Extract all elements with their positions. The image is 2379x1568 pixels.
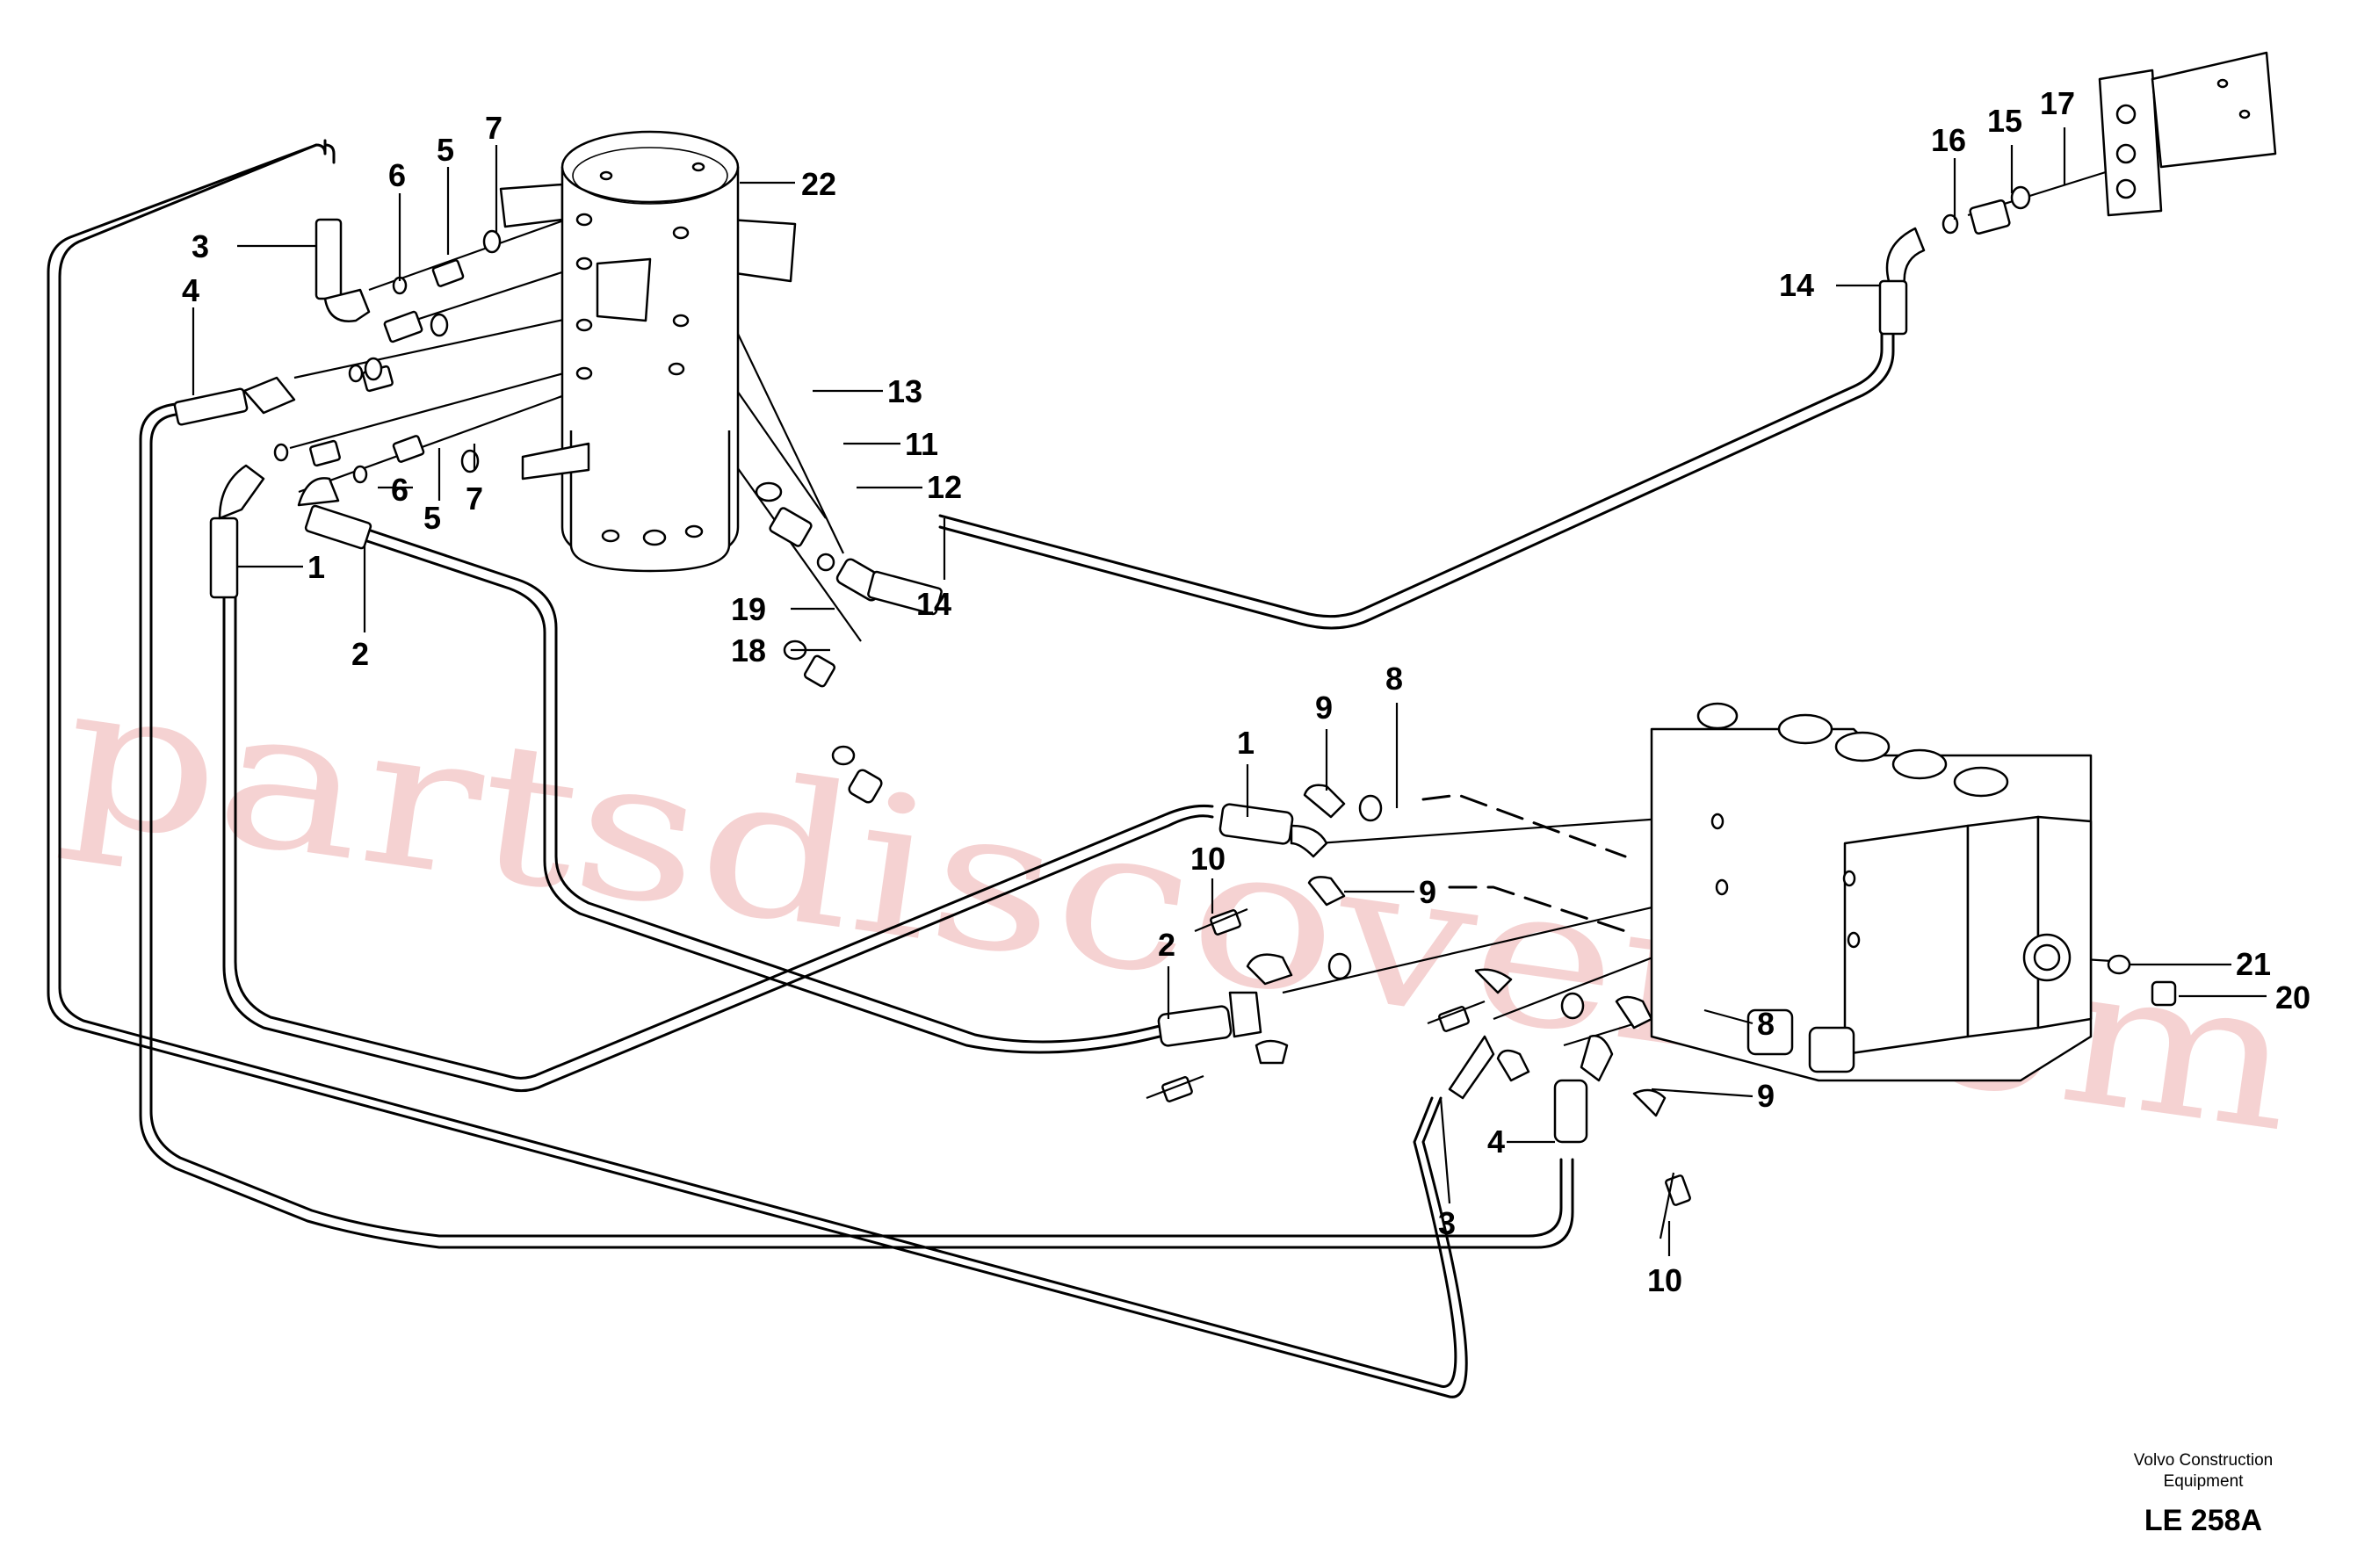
callout-6: 6 xyxy=(388,157,406,193)
callout-14: 14 xyxy=(916,586,951,622)
callout-22: 22 xyxy=(801,166,836,202)
callout-5: 5 xyxy=(423,500,441,536)
callout-2: 2 xyxy=(351,636,369,672)
caption: Volvo Construction Equipment LE 258A xyxy=(2134,1451,2273,1537)
callout-19: 19 xyxy=(731,591,766,627)
callout-21: 21 xyxy=(2236,946,2271,982)
callout-14: 14 xyxy=(1779,267,1814,303)
control-valve xyxy=(1650,702,2177,1082)
callout-11: 11 xyxy=(905,426,938,462)
callout-1: 1 xyxy=(1237,725,1255,761)
callout-5: 5 xyxy=(437,132,454,168)
callout-17: 17 xyxy=(2040,85,2075,121)
callout-4: 4 xyxy=(1487,1124,1505,1160)
callout-4: 4 xyxy=(182,272,199,308)
callout-20: 20 xyxy=(2275,979,2310,1015)
callout-7: 7 xyxy=(485,110,503,146)
callout-12: 12 xyxy=(927,469,962,505)
callout-13: 13 xyxy=(887,373,922,409)
callout-9: 9 xyxy=(1757,1078,1775,1114)
bracket-block xyxy=(1878,51,2277,336)
callout-10: 10 xyxy=(1190,841,1226,877)
callout-1: 1 xyxy=(307,549,325,585)
swivel-joint xyxy=(499,130,797,573)
callout-3: 3 xyxy=(1438,1205,1456,1241)
callout-6: 6 xyxy=(391,472,409,508)
callout-9: 9 xyxy=(1419,874,1436,910)
callout-7: 7 xyxy=(466,481,483,517)
swivel-fittings xyxy=(173,218,943,804)
callout-3: 3 xyxy=(192,228,209,264)
callout-15: 15 xyxy=(1987,103,2022,139)
callout-10: 10 xyxy=(1647,1262,1682,1298)
callout-2: 2 xyxy=(1158,927,1175,963)
maker-line-1: Volvo Construction xyxy=(2134,1451,2273,1470)
callout-18: 18 xyxy=(731,632,766,668)
valve-side-fittings xyxy=(1146,784,1708,1239)
maker-line-2: Equipment xyxy=(2164,1472,2245,1491)
callout-8: 8 xyxy=(1385,661,1403,697)
callouts: 3 4 6 5 7 22 1 2 6 5 7 13 11 12 14 19 18… xyxy=(182,85,2310,1298)
callout-16: 16 xyxy=(1931,122,1966,158)
drawing-code: LE 258A xyxy=(2144,1504,2262,1537)
callout-leaders xyxy=(192,127,2267,1256)
callout-9: 9 xyxy=(1315,690,1333,726)
callout-8: 8 xyxy=(1757,1006,1775,1042)
